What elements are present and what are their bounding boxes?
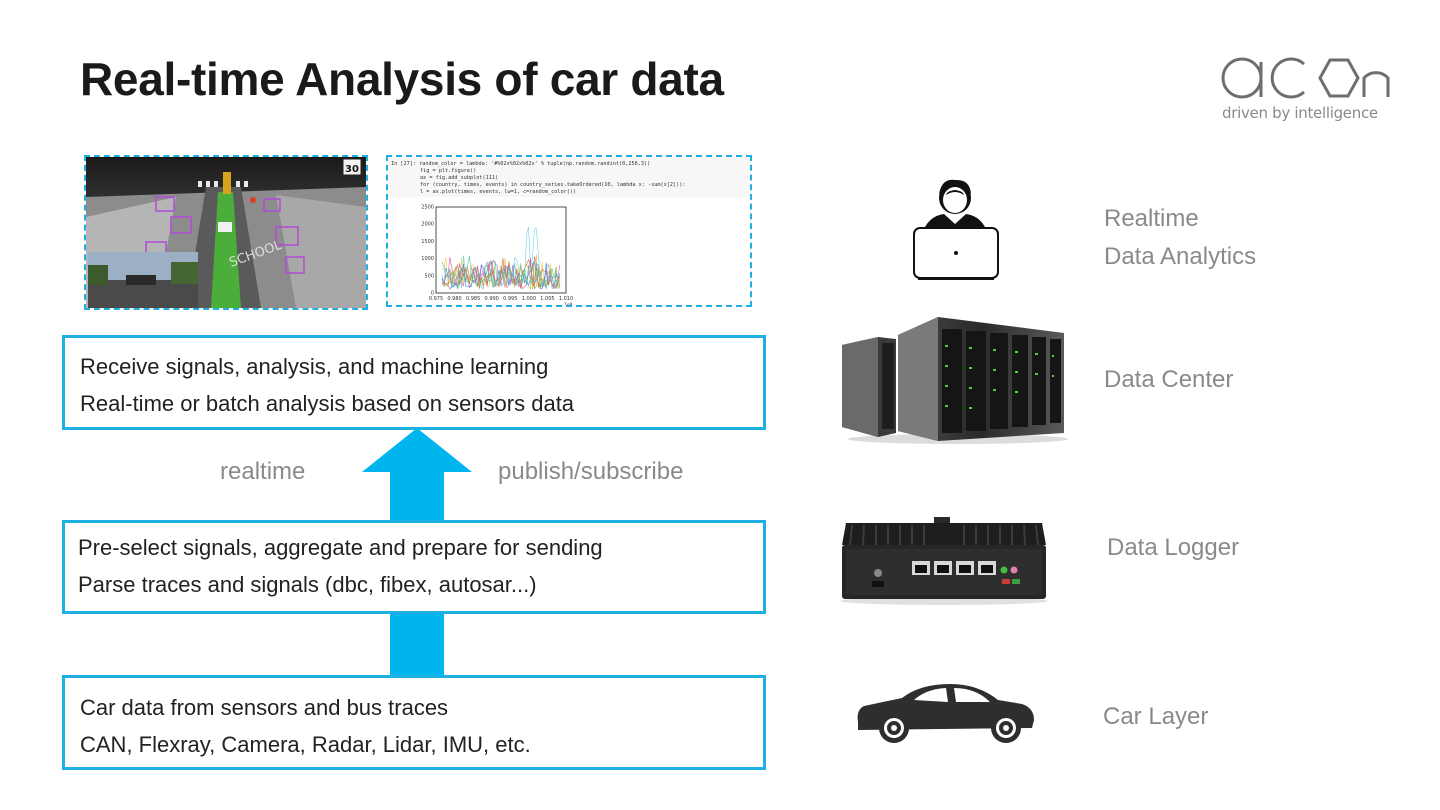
- speed-limit-sign: 30: [345, 164, 359, 175]
- plot-series-line: [441, 256, 561, 290]
- layer-analytics-label: Realtime Data Analytics: [1104, 200, 1256, 276]
- car-data-box-line-1: Car data from sensors and bus traces: [80, 695, 449, 720]
- plot-series-line: [441, 258, 561, 289]
- car-data-box-line-2: CAN, Flexray, Camera, Radar, Lidar, IMU,…: [80, 732, 531, 757]
- logger-box-line-2: Parse traces and signals (dbc, fibex, au…: [78, 572, 537, 597]
- notebook-plot-image: In [27]: random_color = lambda: '#%02x%0…: [386, 155, 752, 307]
- plot-x-tick: 0.985: [466, 296, 480, 302]
- x-exponent-label: 1e9: [564, 302, 573, 305]
- analysis-box-line-1: Receive signals, analysis, and machine l…: [80, 354, 549, 379]
- publish-subscribe-label: publish/subscribe: [498, 458, 684, 485]
- analysis-box-line-2: Real-time or batch analysis based on sen…: [80, 391, 575, 416]
- plot-y-tick: 1000: [421, 256, 434, 262]
- acon-logo: [1216, 52, 1396, 126]
- plot-y-tick: 1500: [421, 239, 434, 245]
- logger-box: Pre-select signals, aggregate and prepar…: [62, 520, 766, 614]
- user-laptop-icon: [913, 179, 999, 280]
- realtime-label: realtime: [220, 458, 306, 485]
- plot-x-tick: 0.995: [503, 296, 517, 302]
- car-icon: [857, 684, 1034, 743]
- data-logger-icon: [840, 517, 1048, 605]
- plot-y-tick: 2000: [421, 222, 434, 228]
- plot-x-tick: 0.975: [429, 296, 443, 302]
- layer-car-label: Car Layer: [1103, 703, 1209, 730]
- slide-title: Real-time Analysis of car data: [80, 53, 724, 105]
- plot-x-tick: 1.000: [522, 296, 536, 302]
- plot-y-tick: 2500: [421, 205, 434, 211]
- code-line-5: l = ax.plot(times, events, lw=1, c=rando…: [420, 189, 576, 195]
- acon-logo-mark: [1221, 57, 1390, 99]
- code-line-1: In [27]: random_color = lambda: '#%02x%0…: [391, 161, 650, 167]
- plot-series-line: [441, 226, 561, 290]
- code-line-4: for (country, times, events) in country_…: [420, 182, 685, 188]
- analysis-box: Receive signals, analysis, and machine l…: [62, 335, 766, 430]
- logger-box-line-1: Pre-select signals, aggregate and prepar…: [78, 535, 603, 560]
- code-line-3: ax = fig.add_subplot(111): [420, 175, 498, 181]
- plot-frame: [435, 206, 567, 294]
- code-line-2: fig = plt.figure(): [420, 168, 476, 174]
- server-rack-icon: [842, 317, 1068, 444]
- layer-datalogger-label: Data Logger: [1107, 534, 1240, 561]
- plot-y-tick: 500: [424, 273, 434, 279]
- plot-x-tick: 0.980: [447, 296, 461, 302]
- plot-x-tick: 1.005: [540, 296, 554, 302]
- plot-series-line: [441, 260, 561, 290]
- car-data-box: Car data from sensors and bus traces CAN…: [62, 675, 766, 770]
- plot-x-tick: 1.010: [559, 296, 573, 302]
- layer-analytics-label-line-2: Data Analytics: [1104, 243, 1257, 270]
- plot-x-tick: 0.990: [485, 296, 499, 302]
- plot-y-tick: 0: [431, 291, 434, 297]
- lidar-visualization-image: 30 SCHOOL: [84, 155, 368, 310]
- layer-datacenter-label: Data Center: [1104, 366, 1234, 393]
- layer-analytics-label-line-1: Realtime: [1104, 205, 1199, 232]
- logo-tagline: driven by intelligence: [1222, 104, 1378, 122]
